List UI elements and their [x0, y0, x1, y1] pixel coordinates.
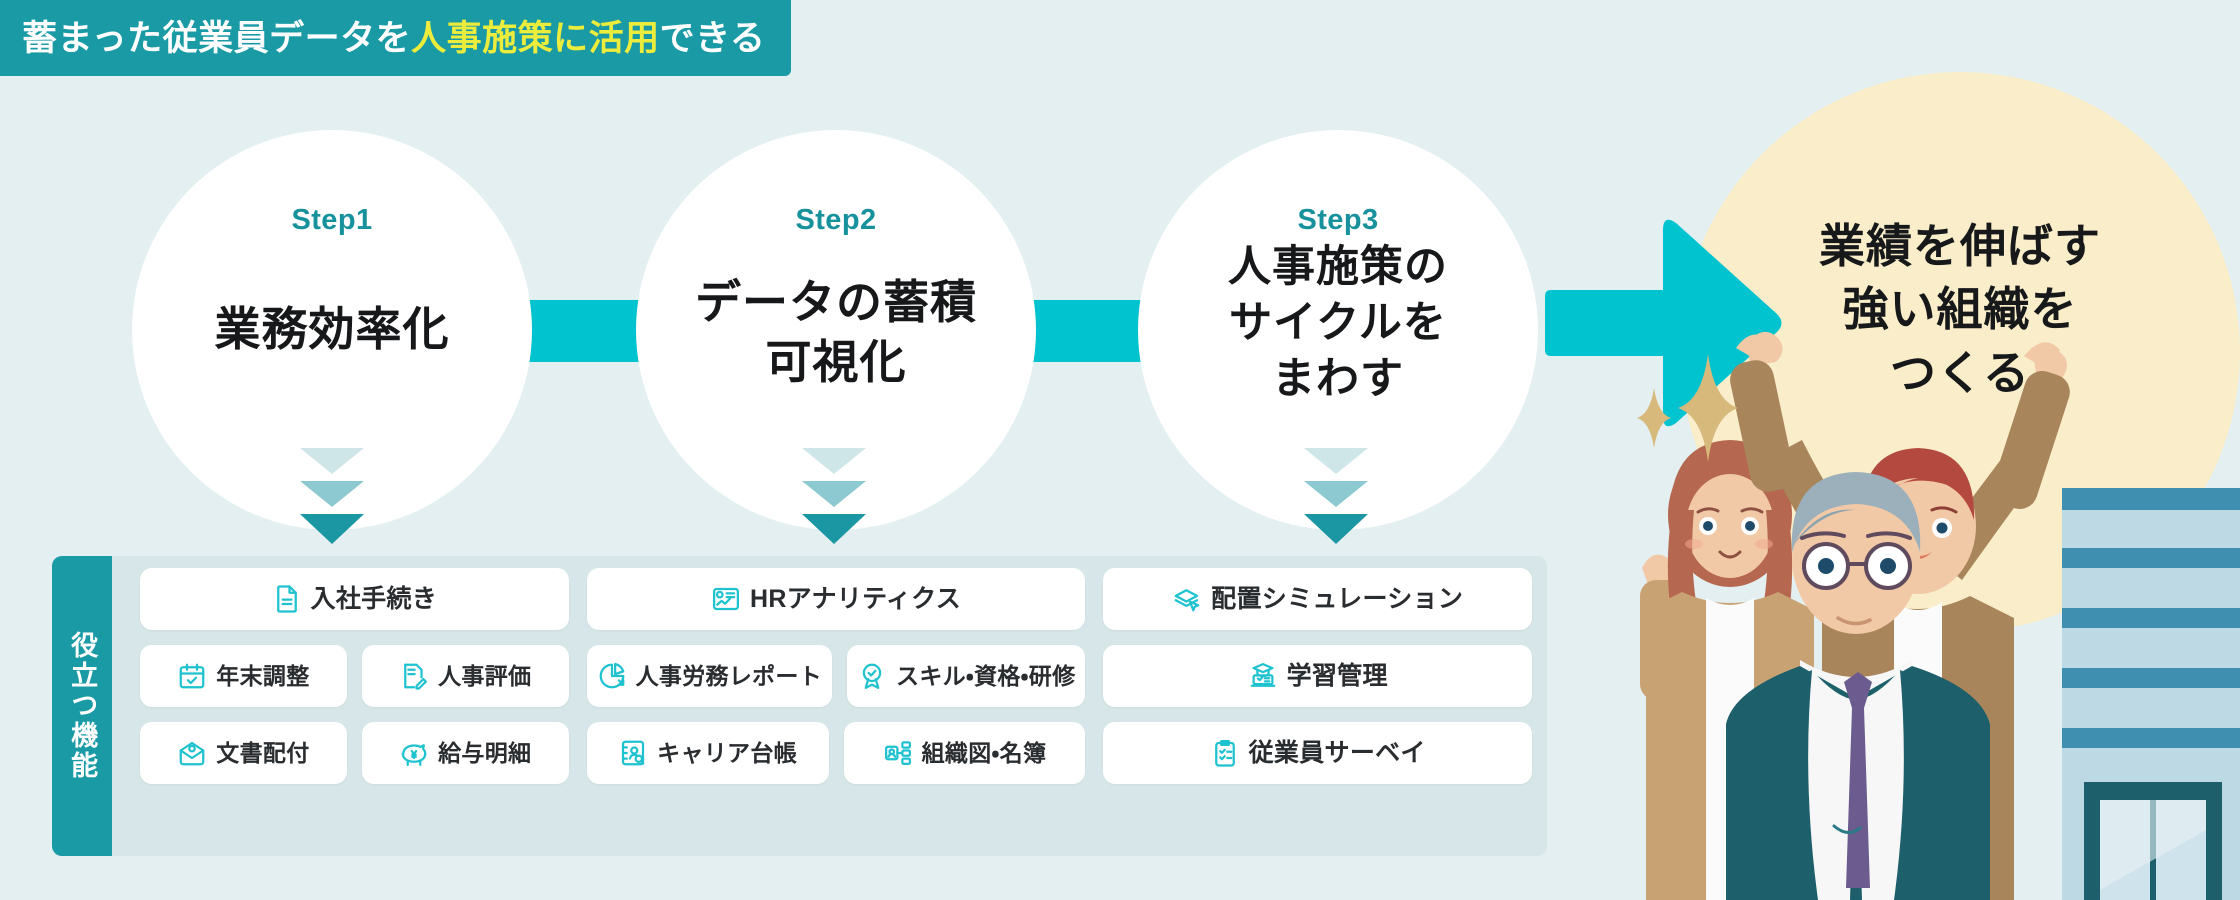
feature-row: 入社手続き	[140, 568, 569, 630]
feature-card[interactable]: 文書配付	[140, 722, 347, 784]
feature-card[interactable]: 従業員サーベイ	[1103, 722, 1532, 784]
chevron-down-icon	[802, 448, 866, 474]
feature-card-label: 給与明細	[438, 739, 532, 766]
person-man-center	[1726, 331, 1990, 900]
feature-card-label: 従業員サーベイ	[1248, 738, 1426, 767]
feature-card-label: 人事労務レポート	[635, 662, 823, 689]
feature-column-3: 配置シミュレーション学習管理従業員サーベイ	[1103, 568, 1532, 844]
calendar-check-icon	[177, 661, 207, 691]
features-side-label: 役立つ機能	[67, 631, 98, 781]
header-text-after: できる	[659, 18, 766, 58]
people-illustration	[1637, 331, 2240, 900]
person-book-icon	[618, 738, 648, 768]
mail-open-icon	[177, 738, 207, 768]
step-title-1: 業務効率化	[214, 303, 450, 355]
feature-card[interactable]: HRアナリティクス	[586, 568, 1086, 630]
feature-card-label: 学習管理	[1286, 661, 1388, 690]
feature-card-label: 組織図・名簿	[921, 739, 1047, 766]
chevron-group-2	[802, 448, 866, 558]
award-check-icon	[857, 661, 887, 691]
header-text-before: 蓄まった従業員データを	[22, 18, 412, 58]
feature-card-label: HRアナリティクス	[749, 584, 962, 613]
office-building	[2062, 488, 2240, 900]
header-ribbon: 蓄まった従業員データを人事施策に活用できる	[0, 0, 792, 76]
feature-card[interactable]: 組織図・名簿	[843, 722, 1086, 784]
feature-card[interactable]: キャリア台帳	[586, 722, 829, 784]
chevron-down-icon	[1304, 514, 1368, 544]
pie-chart-icon	[597, 661, 627, 691]
feature-card[interactable]: 給与明細	[361, 722, 569, 784]
step-label-2: Step2	[795, 204, 877, 236]
piggy-bank-yen-icon	[399, 738, 429, 768]
chevron-down-icon	[300, 448, 364, 474]
feature-card-label: キャリア台帳	[657, 739, 797, 766]
chevron-group-3	[1304, 448, 1368, 558]
evaluation-icon	[399, 661, 429, 691]
chevron-down-icon	[802, 481, 866, 507]
step-circle-2: Step2 データの蓄積可視化	[636, 130, 1036, 530]
chevron-down-icon	[1304, 481, 1368, 507]
goal-text: 業績を伸ばす強い組織をつくる	[1819, 220, 2101, 399]
features-side-tab: 役立つ機能	[52, 556, 112, 856]
chevron-down-icon	[802, 514, 866, 544]
org-chart-icon	[883, 738, 913, 768]
big-right-arrow-icon	[1545, 219, 1782, 427]
feature-card-label: スキル・資格・研修	[896, 662, 1076, 689]
feature-card-label: 年末調整	[216, 662, 310, 689]
feature-card[interactable]: 学習管理	[1103, 645, 1532, 707]
feature-row: キャリア台帳 組織図・名簿	[586, 722, 1086, 784]
chevron-group-1	[300, 448, 364, 558]
graduation-laptop-icon	[1248, 661, 1278, 691]
feature-card[interactable]: スキル・資格・研修	[847, 645, 1086, 707]
sparkle-icons	[1637, 354, 1738, 462]
step-title-2: データの蓄積可視化	[695, 276, 977, 388]
step-label-1: Step1	[291, 204, 373, 236]
feature-card-label: 文書配付	[216, 739, 310, 766]
step-title-3: 人事施策のサイクルをまわす	[1228, 243, 1448, 403]
feature-card-label: 人事評価	[438, 662, 532, 689]
feature-row: 従業員サーベイ	[1103, 722, 1532, 784]
feature-card-label: 配置シミュレーション	[1211, 584, 1464, 613]
feature-card[interactable]: 年末調整	[140, 645, 347, 707]
cards-cursor-icon	[1172, 584, 1202, 614]
feature-row: 学習管理	[1103, 645, 1532, 707]
feature-column-1: 入社手続き年末調整 人事評価文書配付 給与明細	[140, 568, 569, 844]
feature-card[interactable]: 入社手続き	[140, 568, 569, 630]
feature-row: HRアナリティクス	[586, 568, 1086, 630]
features-grid: 入社手続き年末調整 人事評価文書配付 給与明細 HRアナリティクス人事労務レポート スキ…	[140, 568, 1532, 844]
feature-card[interactable]: 人事労務レポート	[586, 645, 833, 707]
document-icon	[272, 584, 302, 614]
analytics-chart-icon	[711, 584, 741, 614]
chevron-down-icon	[1304, 448, 1368, 474]
feature-row: 年末調整 人事評価	[140, 645, 569, 707]
header-text-highlight: 人事施策に活用	[411, 18, 660, 58]
chevron-down-icon	[300, 481, 364, 507]
feature-column-2: HRアナリティクス人事労務レポート スキル・資格・研修キャリア台帳 組織図・名簿	[586, 568, 1086, 844]
feature-card[interactable]: 人事評価	[361, 645, 569, 707]
clipboard-check-icon	[1210, 738, 1240, 768]
feature-card[interactable]: 配置シミュレーション	[1103, 568, 1532, 630]
feature-row: 配置シミュレーション	[1103, 568, 1532, 630]
chevron-down-icon	[300, 514, 364, 544]
feature-row: 文書配付 給与明細	[140, 722, 569, 784]
feature-row: 人事労務レポート スキル・資格・研修	[586, 645, 1086, 707]
feature-card-label: 入社手続き	[310, 584, 438, 613]
step-label-3: Step3	[1297, 204, 1379, 236]
